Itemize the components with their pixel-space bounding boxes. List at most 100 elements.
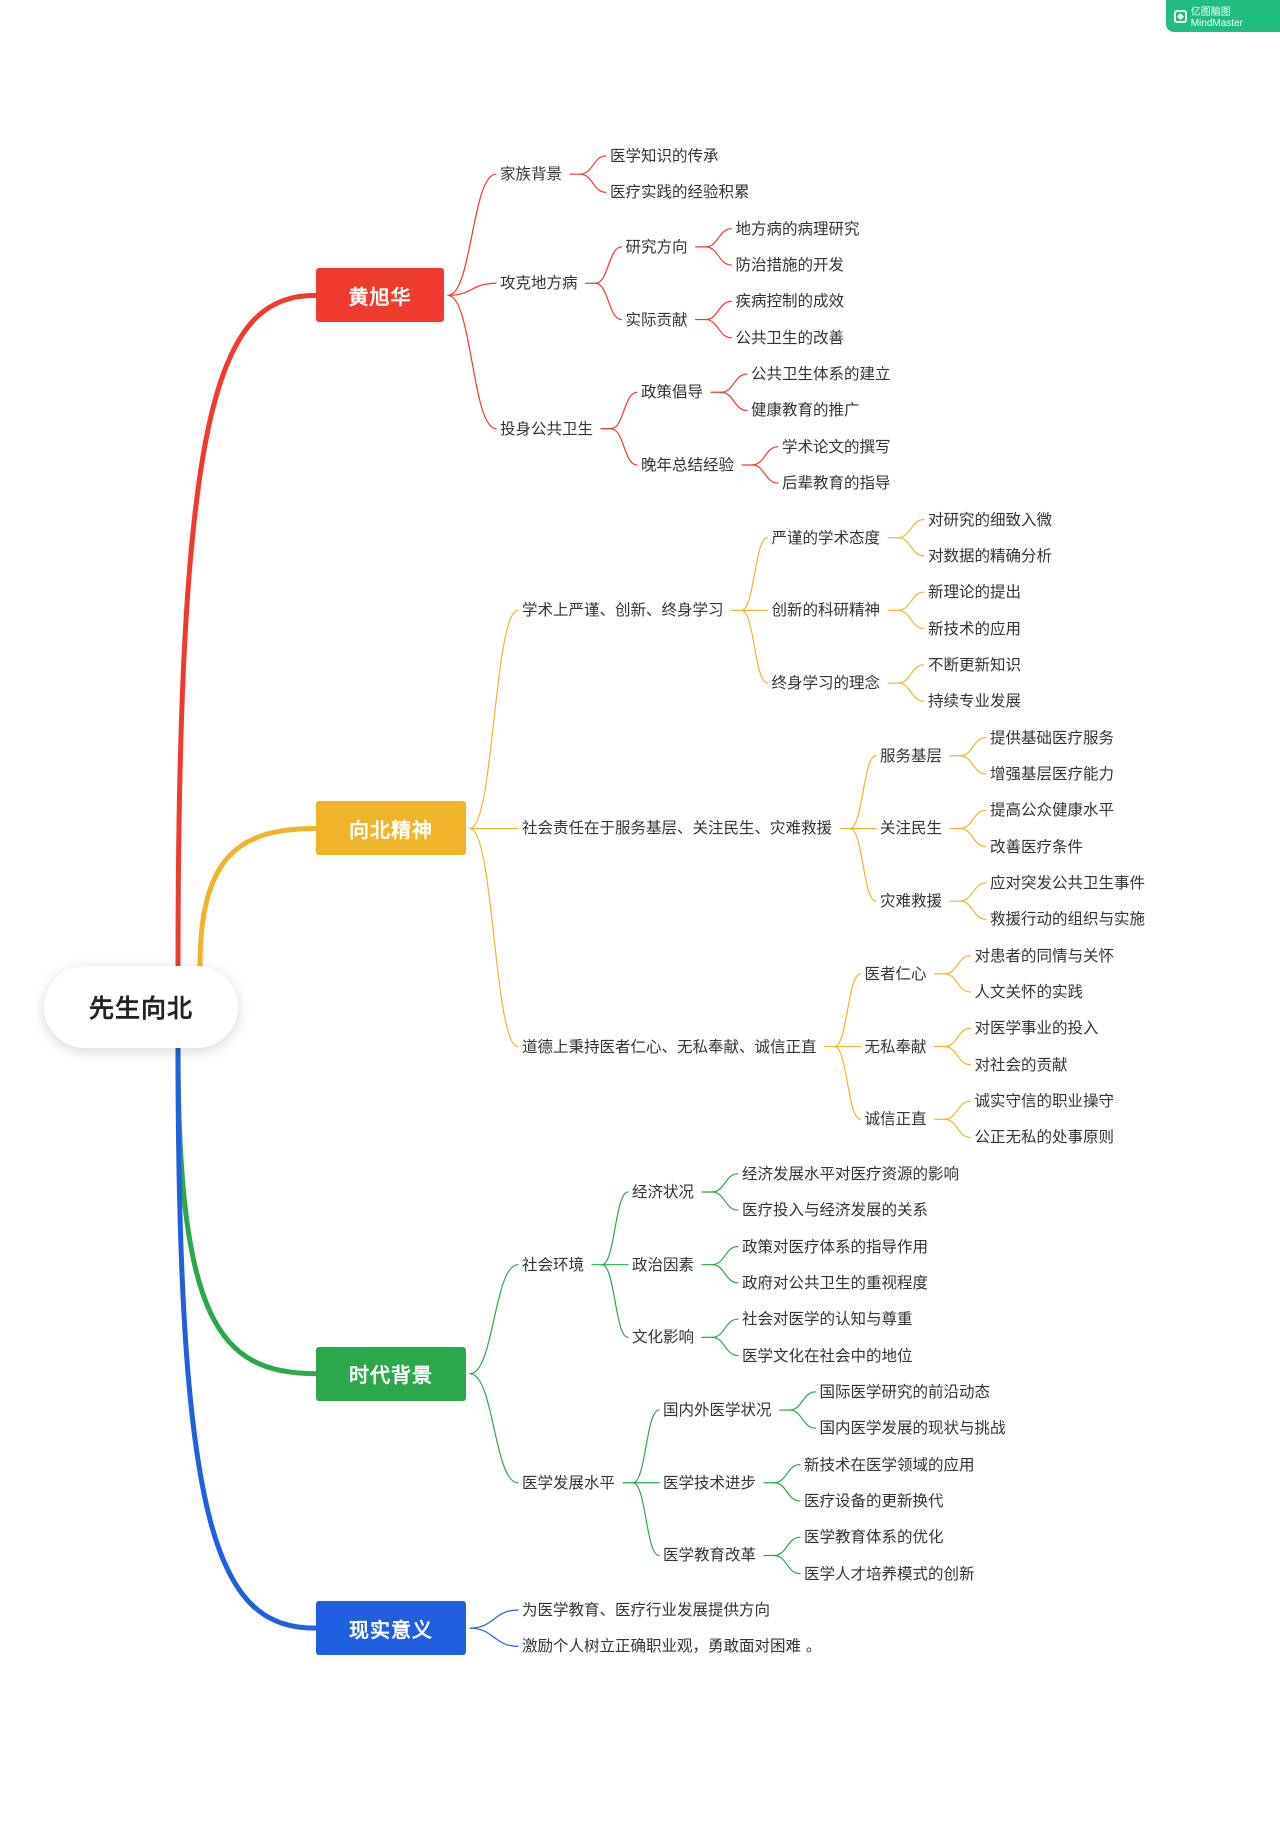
branch-connector-line xyxy=(959,755,987,775)
branch-connector-line xyxy=(959,737,987,757)
topic-depth3[interactable]: 关注民生 xyxy=(880,819,943,838)
main-topic[interactable]: 黄旭华 xyxy=(316,268,444,323)
topic-depth4[interactable]: 医学文化在社会中的地位 xyxy=(742,1346,913,1365)
topic-depth4[interactable]: 新技术在医学领域的应用 xyxy=(804,1455,975,1474)
topic-depth4[interactable]: 持续专业发展 xyxy=(928,692,1022,711)
main-topic[interactable]: 现实意义 xyxy=(316,1601,466,1656)
topic-depth4[interactable]: 医学人才培养模式的创新 xyxy=(804,1564,975,1583)
topic-depth2[interactable]: 为医学教育、医疗行业发展提供方向 xyxy=(522,1601,771,1619)
topic-depth3[interactable]: 灾难救援 xyxy=(880,892,943,911)
branch-connector-line xyxy=(720,373,748,393)
branch-connector-line xyxy=(469,1627,519,1647)
topic-depth4[interactable]: 对患者的同情与关怀 xyxy=(974,946,1115,965)
topic-depth3[interactable]: 国内外医学状况 xyxy=(663,1401,772,1420)
topic-depth3[interactable]: 实际贡献 xyxy=(625,310,688,329)
topic-depth4[interactable]: 改善医疗条件 xyxy=(990,837,1084,856)
branch-connector-line xyxy=(773,1482,801,1502)
topic-depth4[interactable]: 增强基层医疗能力 xyxy=(990,764,1115,783)
topic-depth4[interactable]: 医学教育体系的优化 xyxy=(804,1528,944,1547)
topic-depth2[interactable]: 投身公共卫生 xyxy=(500,419,594,438)
topic-depth2[interactable]: 社会环境 xyxy=(522,1255,585,1274)
topic-depth2[interactable]: 激励个人树立正确职业观，勇敢面对困难 。 xyxy=(522,1637,822,1656)
topic-depth4[interactable]: 对数据的精确分析 xyxy=(928,546,1053,565)
branch-connector-line xyxy=(833,1045,862,1120)
branch-connector-line xyxy=(579,173,607,193)
topic-depth4[interactable]: 国内医学发展的现状与挑战 xyxy=(819,1419,1006,1438)
topic-depth2[interactable]: 家族背景 xyxy=(500,165,563,184)
topic-depth4[interactable]: 政府对公共卫生的重视程度 xyxy=(742,1273,929,1292)
topic-depth4[interactable]: 政策对医疗体系的指导作用 xyxy=(742,1237,929,1256)
topic-depth4[interactable]: 对研究的细致入微 xyxy=(928,510,1053,529)
topic-depth4[interactable]: 不断更新知识 xyxy=(928,655,1022,674)
topic-depth3[interactable]: 服务基层 xyxy=(880,746,943,765)
topic-depth3[interactable]: 医学教育改革 xyxy=(663,1546,757,1565)
main-topic[interactable]: 向北精神 xyxy=(316,801,466,856)
topic-depth4[interactable]: 经济发展水平对医疗资源的影响 xyxy=(742,1164,960,1183)
topic-depth3[interactable]: 创新的科研精神 xyxy=(771,601,881,620)
topic-depth3[interactable]: 医学技术进步 xyxy=(663,1473,757,1492)
branch-connector-line xyxy=(959,827,987,848)
topic-depth3[interactable]: 医学知识的传承 xyxy=(610,147,719,165)
branch-connector-line xyxy=(469,1264,519,1375)
topic-depth4[interactable]: 救援行动的组织与实施 xyxy=(990,910,1146,929)
branch-connector-line xyxy=(711,1336,739,1357)
topic-depth4[interactable]: 对社会的贡献 xyxy=(974,1055,1068,1074)
topic-depth3[interactable]: 严谨的学术态度 xyxy=(771,528,881,547)
topic-depth3[interactable]: 政策倡导 xyxy=(641,383,704,402)
topic-depth2[interactable]: 社会责任在于服务基层、关注民生、灾难救援 xyxy=(522,819,833,838)
topic-depth4[interactable]: 后辈教育的指导 xyxy=(782,474,891,493)
branch-connector-line xyxy=(704,300,733,321)
topic-depth4[interactable]: 社会对医学的认知与尊重 xyxy=(742,1310,913,1329)
branch-connector-line xyxy=(943,1118,972,1139)
topic-depth4[interactable]: 诚实守信的职业操守 xyxy=(974,1092,1115,1111)
topic-depth4[interactable]: 应对突发公共卫生事件 xyxy=(990,874,1146,892)
topic-depth4[interactable]: 提供基础医疗服务 xyxy=(990,728,1115,747)
branch-connector-line xyxy=(943,1045,972,1066)
topic-depth2[interactable]: 攻克地方病 xyxy=(500,274,578,293)
topic-depth3[interactable]: 医者仁心 xyxy=(864,964,927,983)
topic-depth4[interactable]: 国际医学研究的前沿动态 xyxy=(819,1382,991,1401)
topic-depth3[interactable]: 研究方向 xyxy=(625,237,688,256)
topic-depth4[interactable]: 公正无私的处事原则 xyxy=(974,1128,1115,1147)
topic-depth3[interactable]: 无私奉献 xyxy=(864,1037,927,1056)
topic-depth3[interactable]: 晚年总结经验 xyxy=(641,455,735,474)
topic-depth2[interactable]: 道德上秉持医者仁心、无私奉献、诚信正直 xyxy=(522,1037,817,1056)
branch-connector-line xyxy=(740,609,769,684)
topic-depth4[interactable]: 对医学事业的投入 xyxy=(974,1019,1099,1038)
topic-depth3[interactable]: 诚信正直 xyxy=(864,1110,927,1129)
branch-connector-line xyxy=(447,173,497,296)
topic-depth4[interactable]: 学术论文的撰写 xyxy=(782,437,891,456)
topic-depth4[interactable]: 公共卫生体系的建立 xyxy=(751,365,891,384)
topic-depth3[interactable]: 文化影响 xyxy=(632,1328,695,1347)
main-branch-line xyxy=(175,1044,319,1377)
topic-depth3[interactable]: 终身学习的理念 xyxy=(771,674,881,693)
topic-depth3[interactable]: 医疗实践的经验积累 xyxy=(610,183,750,202)
branch-connector-line xyxy=(610,428,638,466)
branch-connector-line xyxy=(579,155,607,175)
topic-depth2[interactable]: 学术上严谨、创新、终身学习 xyxy=(522,601,724,620)
topic-depth4[interactable]: 新技术的应用 xyxy=(928,619,1022,638)
topic-depth4[interactable]: 疾病控制的成效 xyxy=(735,292,845,311)
topic-depth4[interactable]: 地方病的病理研究 xyxy=(735,219,860,238)
topic-depth3[interactable]: 政治因素 xyxy=(632,1255,695,1274)
topic-depth4[interactable]: 防治措施的开发 xyxy=(735,256,845,275)
topic-depth4[interactable]: 健康教育的推广 xyxy=(751,401,860,420)
topic-depth4[interactable]: 提高公众健康水平 xyxy=(990,801,1115,820)
branch-connector-line xyxy=(711,1191,739,1211)
branch-connector-line xyxy=(610,391,638,430)
topic-depth3[interactable]: 经济状况 xyxy=(632,1182,695,1201)
mindmaster-brand-badge: 亿图脑图MindMaster xyxy=(1166,0,1280,32)
topic-depth4[interactable]: 人文关怀的实践 xyxy=(974,983,1084,1002)
topic-depth4[interactable]: 医疗投入与经济发展的关系 xyxy=(742,1201,929,1220)
branch-connector-line xyxy=(833,973,862,1048)
branch-connector-line xyxy=(959,882,987,902)
main-topic[interactable]: 时代背景 xyxy=(316,1346,466,1401)
topic-depth2[interactable]: 医学发展水平 xyxy=(522,1473,616,1492)
topic-depth4[interactable]: 医疗设备的更新换代 xyxy=(804,1491,944,1510)
root-topic[interactable]: 先生向北 xyxy=(44,966,238,1048)
topic-depth4[interactable]: 公共卫生的改善 xyxy=(735,328,845,347)
branch-connector-line xyxy=(711,1173,739,1193)
topic-depth4[interactable]: 新理论的提出 xyxy=(928,583,1022,602)
branch-connector-line xyxy=(740,537,769,611)
